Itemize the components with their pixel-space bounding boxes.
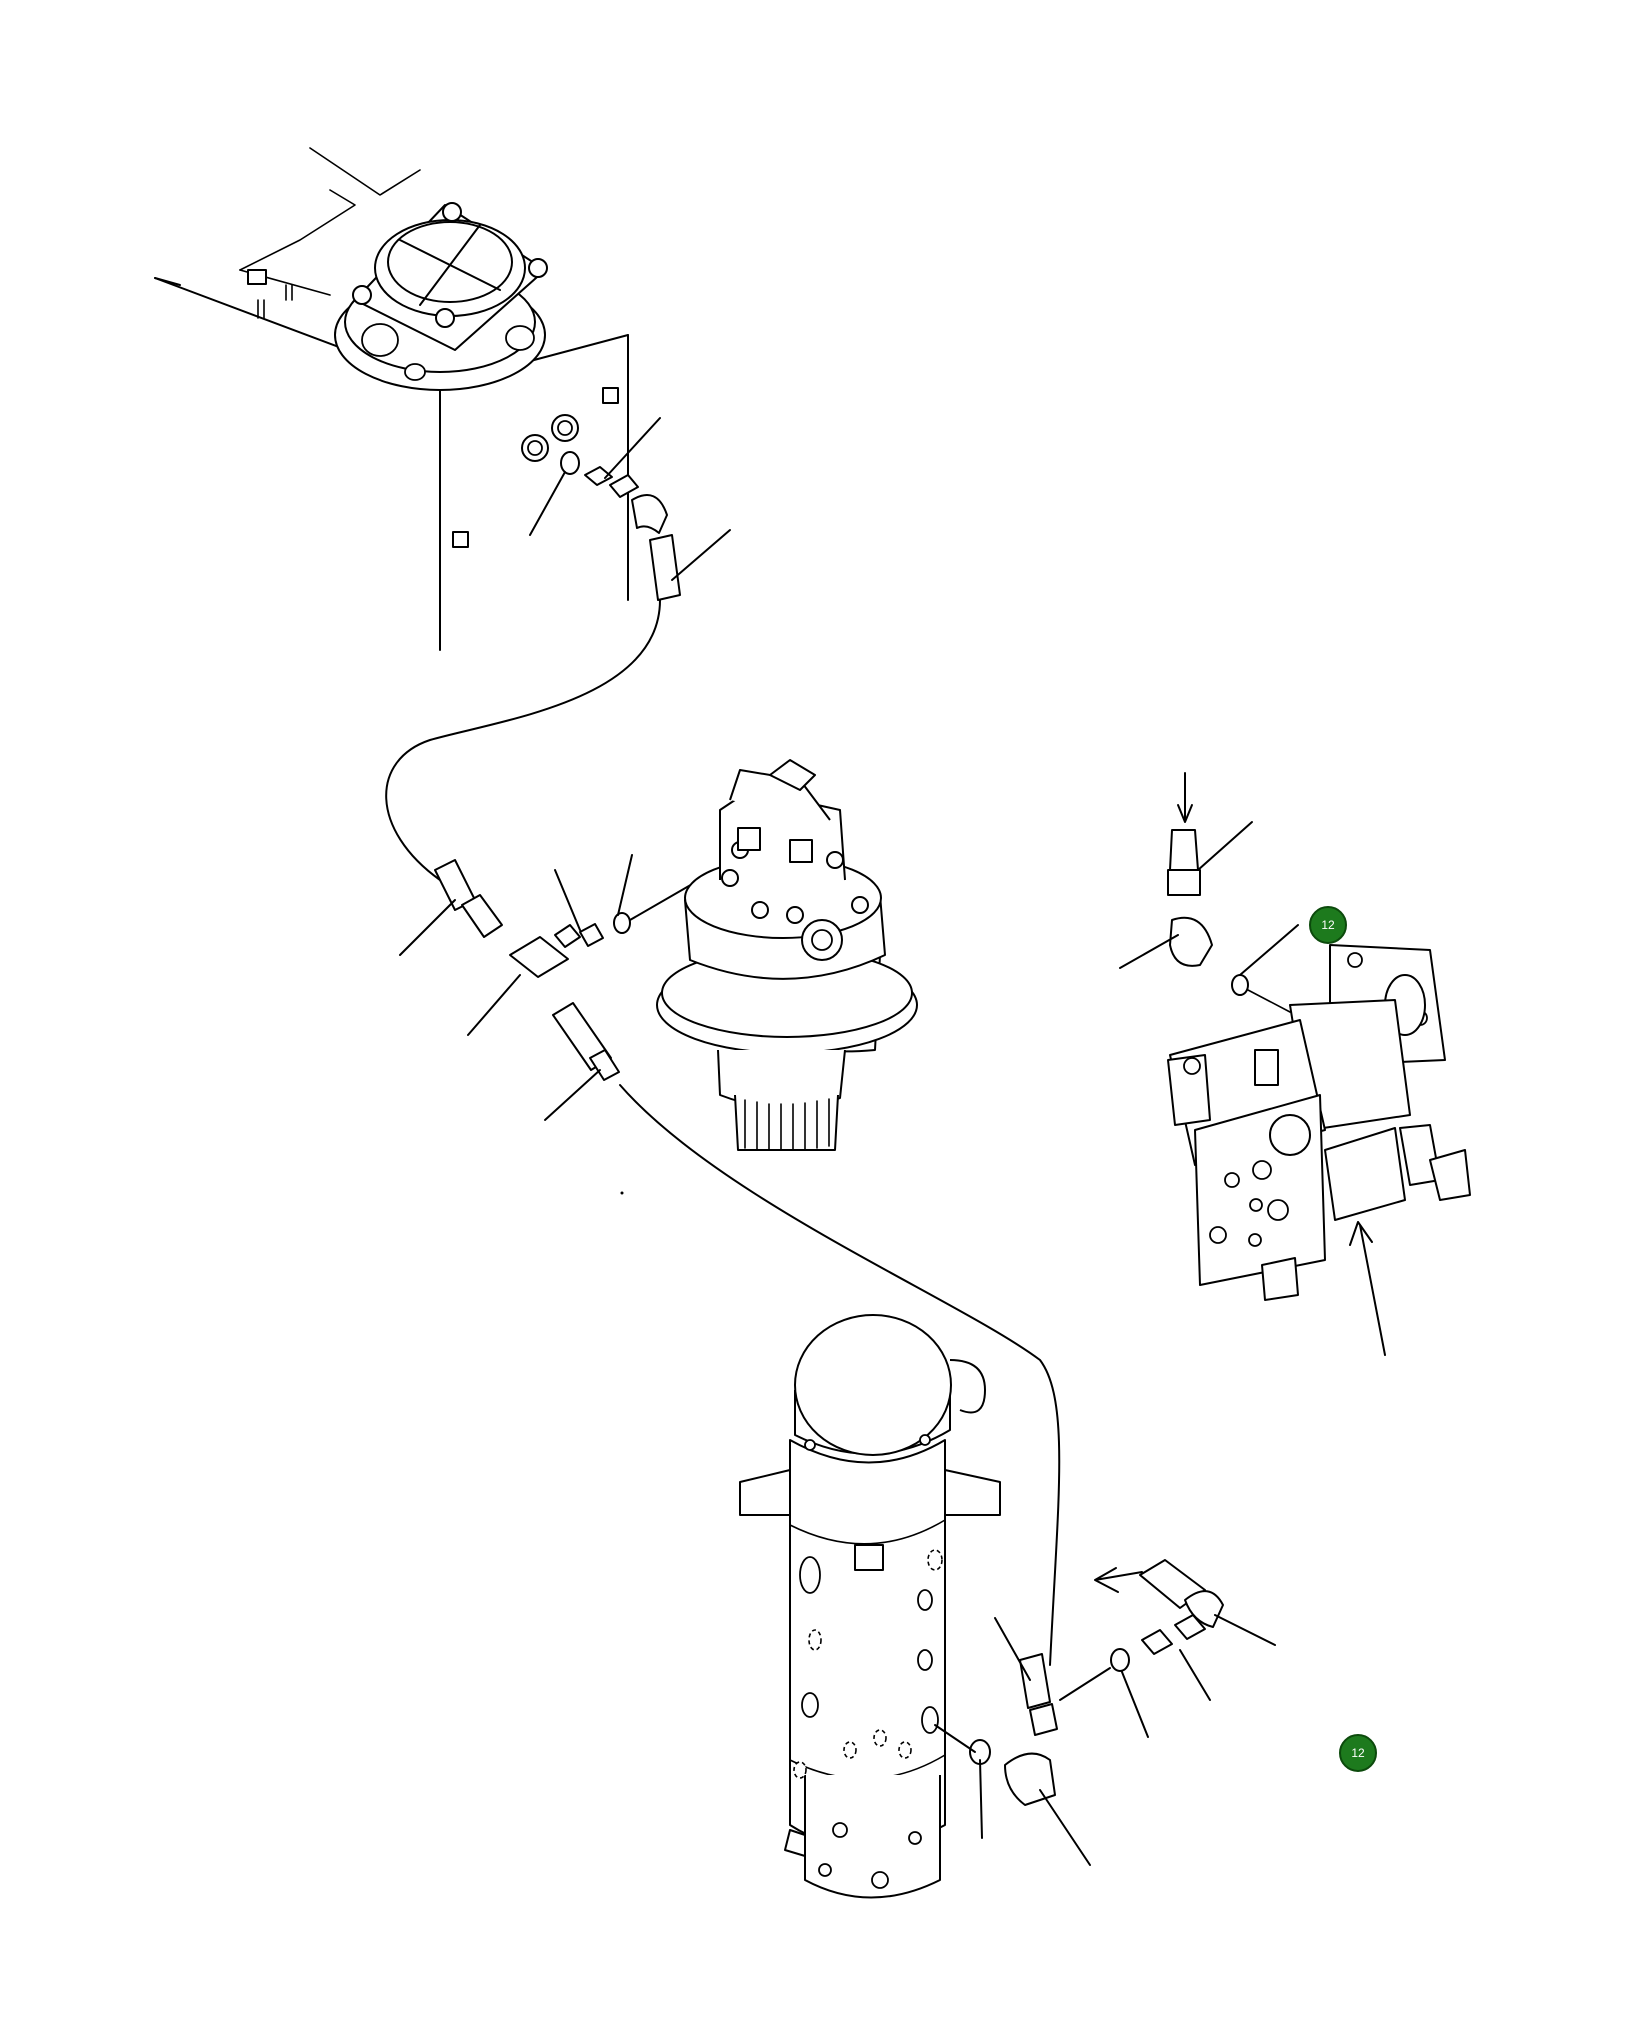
swivel-nut [1029,1703,1058,1736]
elbow-fitting [631,494,668,534]
o-ring [613,912,631,934]
badge-circle [1309,906,1347,944]
fitting-chain-lower-right [1059,1559,1276,1738]
elbow-fitting [1004,1752,1056,1806]
o-ring [560,451,580,475]
callout-leader [467,974,521,1036]
callout-leader [671,529,731,581]
swivel-nut [1167,869,1201,896]
callout-leader [1039,1789,1091,1866]
hydraulic-hose-upper [385,599,661,881]
badge-12-upper[interactable]: 12 [1309,906,1347,944]
callout-leader [994,1617,1031,1681]
callout-leader [1059,1667,1111,1701]
adapter [584,466,613,486]
badge-circle [1339,1734,1377,1772]
plug [1254,1049,1279,1086]
callout-leader [1197,821,1253,871]
badge-12-lower[interactable]: 12 [1339,1734,1377,1772]
callout-leader [544,1069,601,1121]
mount-ear [739,1469,791,1516]
swivel-nut [1174,1614,1206,1640]
swivel-nut [461,894,503,938]
callout-leader [1119,934,1179,969]
hose-end [649,534,681,601]
callout-leader [554,869,581,931]
hydraulic-hose-lower [619,1084,1061,1666]
side-port [784,1829,806,1857]
pipe-loop [949,1359,986,1414]
badge-label: 12 [1321,918,1335,932]
callout-leader [529,471,566,536]
pinion-gear [734,1094,839,1151]
mount-ear [944,1469,1001,1516]
tee-fitting [509,936,569,978]
adapter [579,923,604,947]
filter-cover [334,202,548,391]
stray-mark [620,1191,624,1195]
hydraulic-pump [1119,772,1471,1356]
callout-leader [1179,1649,1211,1701]
hose-end [1019,1653,1051,1709]
callout-leader [1214,1614,1276,1646]
flow-arrow [1094,1567,1143,1593]
tee-assembly [399,854,721,1121]
bolt-head [247,269,267,285]
o-ring [1231,974,1249,996]
flow-arrow [1349,1221,1386,1356]
swivel-joint [739,1314,1091,1899]
adapter [1141,1629,1173,1655]
callout-leader [1239,924,1299,976]
callout-leader [399,899,456,956]
hydraulic-tank [154,147,731,651]
mount-pad [452,531,469,548]
port-hole [799,1556,821,1594]
callout-leader [604,417,661,479]
elbow-fitting [1169,916,1213,967]
solenoid-valve [1324,1127,1406,1221]
callout-leader [934,1724,976,1753]
o-ring [1110,1648,1130,1672]
swing-motor [656,759,918,1151]
callout-leader [617,854,633,916]
callout-leader [979,1759,983,1839]
badge-label: 12 [1351,1746,1365,1760]
hose-end [1169,829,1199,871]
mount-pad [602,387,619,404]
flow-arrow [1177,772,1193,823]
solenoid-coil [1429,1149,1471,1201]
callout-leader [1121,1671,1149,1738]
